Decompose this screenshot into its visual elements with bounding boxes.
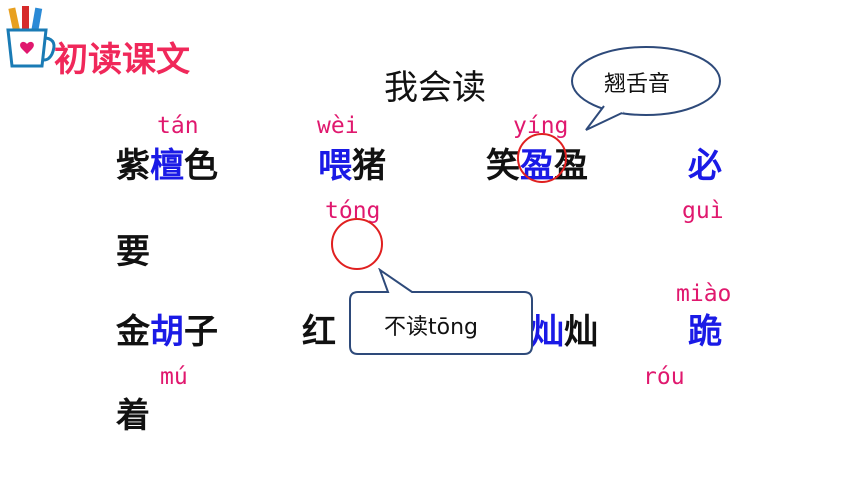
pinyin-rou: róu <box>643 364 685 390</box>
pencil-cup-icon <box>6 6 56 68</box>
char-highlight: 檀 <box>150 146 184 186</box>
word-weizhu: 喂猪 <box>318 146 386 186</box>
char: 金 <box>116 312 150 352</box>
section-title: 初读课文 <box>54 40 190 80</box>
speech-bubble-mid <box>349 268 533 355</box>
char: 色 <box>184 146 218 186</box>
pinyin-mu: mú <box>160 364 188 390</box>
circle-mark-tong <box>331 218 383 270</box>
circle-mark-ying <box>517 133 567 183</box>
bubble-mid-text: 不读tōng <box>384 315 478 340</box>
pinyin-wei: wèi <box>317 113 359 139</box>
word-gui: 跪 <box>688 312 722 352</box>
word-bi: 必 <box>688 146 722 186</box>
word-zitanse: 紫檀色 <box>116 146 218 186</box>
char: 子 <box>184 312 218 352</box>
pinyin-gui: guì <box>682 198 724 224</box>
char-highlight: 喂 <box>318 146 352 186</box>
char-highlight: 跪 <box>688 312 722 352</box>
char-highlight: 必 <box>688 146 722 186</box>
char: 紫 <box>116 146 150 186</box>
word-yao: 要 <box>116 232 150 272</box>
char: 猪 <box>352 146 386 186</box>
char: 笑 <box>486 146 520 186</box>
bubble-top-text: 翘舌音 <box>604 72 671 97</box>
word-cancan: 灿灿 <box>530 312 598 352</box>
speech-bubble-top <box>571 46 721 131</box>
char: 灿 <box>564 312 598 352</box>
char-highlight: 灿 <box>530 312 564 352</box>
pinyin-tan: tán <box>157 113 199 139</box>
pinyin-miao: miào <box>676 281 732 307</box>
word-zhe: 着 <box>116 396 150 436</box>
word-hong: 红 <box>302 312 336 352</box>
char-highlight: 胡 <box>150 312 184 352</box>
page-heading: 我会读 <box>384 68 486 108</box>
word-jinhuzi: 金胡子 <box>116 312 218 352</box>
